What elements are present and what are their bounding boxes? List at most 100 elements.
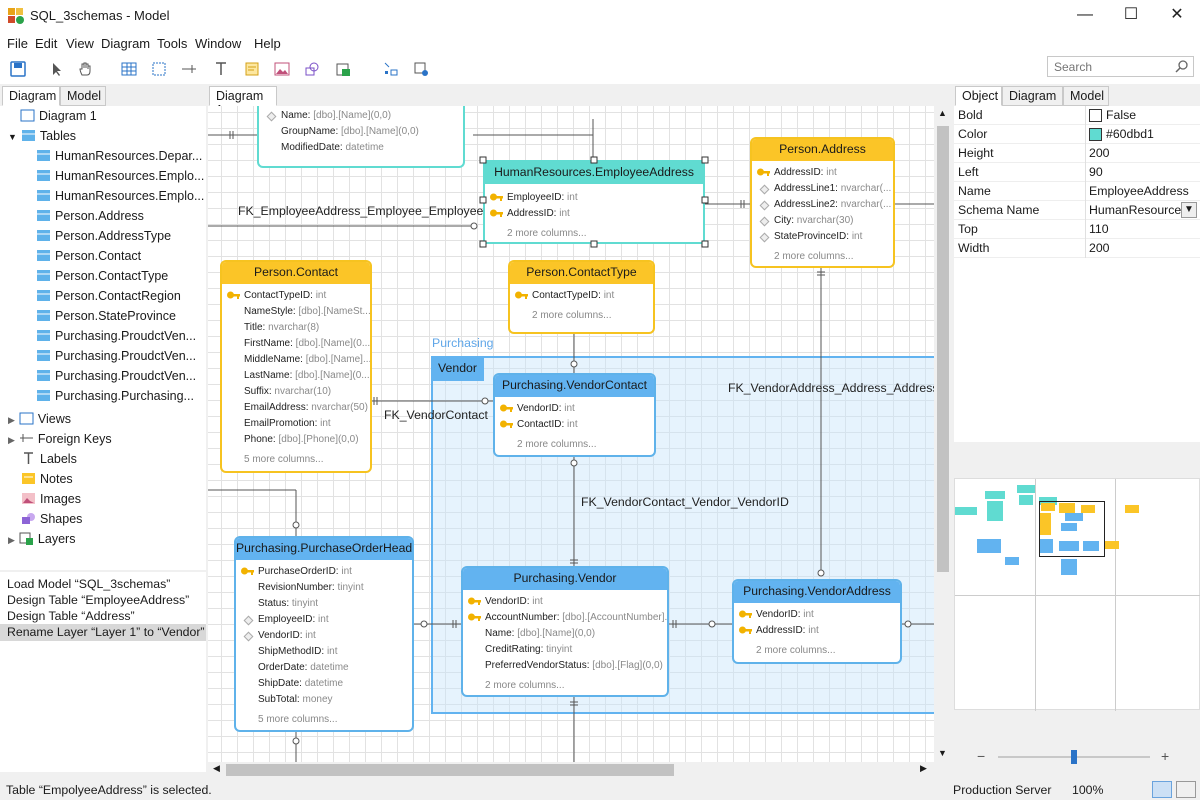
tree-folder-item[interactable]: ▶Views: [8, 412, 72, 426]
property-value[interactable]: 110: [1089, 222, 1109, 236]
layout-icon[interactable]: [1152, 781, 1172, 798]
tree-tables-folder[interactable]: ▼Tables: [8, 129, 77, 143]
tab-diagram-1[interactable]: Diagram 1: [209, 86, 277, 117]
tree-folder-item[interactable]: Shapes: [8, 512, 82, 530]
property-value[interactable]: False: [1106, 108, 1137, 122]
tree-table-item[interactable]: Purchasing.ProudctVen...: [36, 369, 196, 387]
menu-edit[interactable]: Edit: [35, 36, 58, 51]
scroll-left-icon[interactable]: ◀: [213, 763, 220, 773]
overview-map[interactable]: [954, 478, 1200, 711]
shape-icon[interactable]: [301, 58, 323, 80]
more-columns-link[interactable]: 2 more columns...: [532, 310, 612, 321]
hand-icon[interactable]: [74, 58, 96, 80]
entity-partial-top[interactable]: Name: [dbo].[Name](0,0)GroupName: [dbo].…: [257, 106, 465, 168]
property-value[interactable]: HumanResources: [1089, 203, 1188, 217]
close-button[interactable]: ✕: [1170, 6, 1184, 23]
tab-object[interactable]: Object: [955, 86, 1002, 106]
scroll-right-icon[interactable]: ▶: [920, 763, 927, 773]
chevron-right-icon[interactable]: ▶: [8, 415, 15, 425]
tab-model[interactable]: Model: [60, 86, 106, 106]
fk-employee-address-label[interactable]: FK_EmployeeAddress_Employee_EmployeeID: [238, 204, 496, 218]
schema-dropdown-chevron-down-icon[interactable]: ▼: [1181, 202, 1197, 218]
more-columns-link[interactable]: 5 more columns...: [258, 714, 338, 725]
zoom-in-icon[interactable]: +: [1161, 748, 1170, 764]
image-icon[interactable]: [271, 58, 293, 80]
diagram-canvas[interactable]: Vendor Purchasing FK_EmployeeAddress_Emp…: [208, 106, 934, 762]
color-swatch[interactable]: [1089, 128, 1102, 141]
tree-table-item[interactable]: Person.AddressType: [36, 229, 171, 247]
search-icon[interactable]: [1175, 59, 1189, 76]
tree-table-item[interactable]: HumanResources.Depar...: [36, 149, 202, 167]
zoom-slider-thumb[interactable]: [1071, 750, 1077, 764]
menu-view[interactable]: View: [66, 36, 94, 51]
tree-folder-item[interactable]: Labels: [8, 452, 77, 470]
tree-table-item[interactable]: Purchasing.Purchasing...: [36, 389, 194, 407]
view-icon[interactable]: [148, 58, 170, 80]
tab-diagram-props[interactable]: Diagram: [1002, 86, 1063, 106]
table-icon[interactable]: [118, 58, 140, 80]
bold-checkbox[interactable]: [1089, 109, 1102, 122]
property-value[interactable]: 200: [1089, 146, 1110, 160]
minimize-button[interactable]: —: [1077, 6, 1093, 23]
fk-vendor-contact-label[interactable]: FK_VendorContact: [384, 408, 488, 422]
more-columns-link[interactable]: 2 more columns...: [774, 251, 854, 262]
tree-folder-item[interactable]: ▶Layers: [8, 532, 76, 546]
chevron-right-icon[interactable]: ▶: [8, 535, 15, 545]
pointer-icon[interactable]: [46, 58, 68, 80]
chevron-down-icon[interactable]: ▼: [8, 132, 17, 142]
property-value[interactable]: 200: [1089, 241, 1110, 255]
tree-diagram-item[interactable]: Diagram 1: [20, 109, 97, 127]
tree-folder-item[interactable]: Images: [8, 492, 81, 510]
more-columns-link[interactable]: 2 more columns...: [507, 228, 587, 239]
layer-icon[interactable]: [332, 58, 354, 80]
fk-vendor-contact-vendor-label[interactable]: FK_VendorContact_Vendor_VendorID: [581, 495, 789, 509]
zoom-out-icon[interactable]: −: [977, 748, 986, 764]
menu-tools[interactable]: Tools: [157, 36, 188, 51]
save-icon[interactable]: [7, 58, 29, 80]
selection-handles[interactable]: [478, 155, 710, 249]
property-value[interactable]: #60dbd1: [1106, 127, 1154, 141]
tree-folder-item[interactable]: ▶Foreign Keys: [8, 432, 112, 446]
tab-diagram[interactable]: Diagram: [2, 86, 60, 106]
overview-viewport[interactable]: [1039, 501, 1105, 557]
tree-table-item[interactable]: HumanResources.Emplo...: [36, 189, 204, 207]
tree-table-item[interactable]: Person.ContactRegion: [36, 289, 181, 307]
history-item[interactable]: Design Table “EmployeeAddress”: [7, 593, 190, 607]
foreign-key-icon[interactable]: [178, 58, 200, 80]
more-columns-link[interactable]: 2 more columns...: [485, 680, 565, 691]
vertical-scrollbar[interactable]: ▲ ▼: [934, 106, 952, 762]
more-columns-link[interactable]: 2 more columns...: [517, 439, 597, 450]
property-row[interactable]: Color#60dbd1: [954, 125, 1200, 144]
tree-table-item[interactable]: Person.StateProvince: [36, 309, 176, 327]
tree-table-item[interactable]: Purchasing.ProudctVen...: [36, 349, 196, 367]
fk-vendor-address-label[interactable]: FK_VendorAddress_Address_AddressID: [728, 381, 934, 395]
history-item-selected[interactable]: Rename Layer “Layer 1” to “Vendor”: [7, 625, 205, 639]
property-value[interactable]: 90: [1089, 165, 1103, 179]
search-input[interactable]: [1047, 56, 1194, 77]
tree-table-item[interactable]: Person.ContactType: [36, 269, 168, 287]
chevron-right-icon[interactable]: ▶: [8, 435, 15, 445]
horizontal-scrollbar[interactable]: ◀ ▶: [208, 762, 934, 778]
menu-help[interactable]: Help: [254, 36, 281, 51]
menu-window[interactable]: Window: [195, 36, 242, 51]
layout-alt-icon[interactable]: [1176, 781, 1196, 798]
history-item[interactable]: Design Table “Address”: [7, 609, 135, 623]
property-value[interactable]: EmployeeAddress: [1089, 184, 1189, 198]
scroll-thumb[interactable]: [226, 764, 674, 776]
tree-table-item[interactable]: Person.Contact: [36, 249, 141, 267]
maximize-button[interactable]: ☐: [1123, 6, 1139, 23]
